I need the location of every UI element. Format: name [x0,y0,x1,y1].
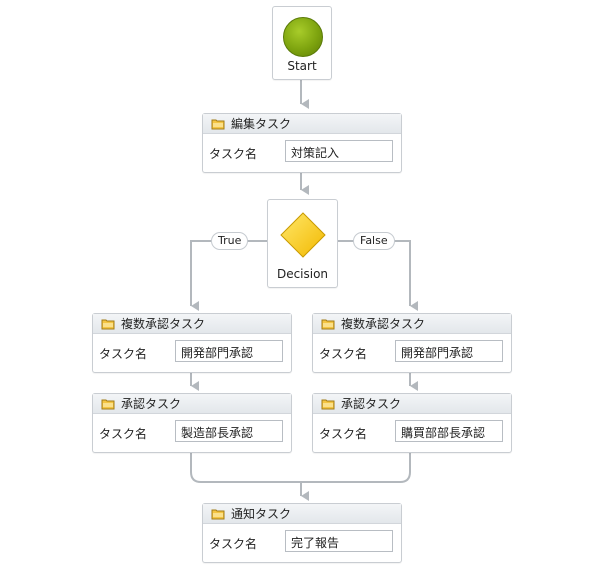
task-name-field[interactable]: 購買部部長承認 [395,420,503,442]
task-name-label: タスク名 [319,347,368,361]
connector-right-approve-to-notify [301,453,411,483]
task-approval-left[interactable]: 承認タスク タスク名 製造部長承認 [92,393,292,453]
task-approval-left-header: 承認タスク [93,394,291,414]
diamond-icon [280,212,326,258]
task-name-label: タスク名 [209,537,258,551]
task-approval-right-header: 承認タスク [313,394,511,414]
connector-left-approve-to-notify [190,453,301,483]
connector-decision-false [336,240,418,311]
decision-label: Decision [276,267,329,281]
task-name-field[interactable]: 開発部門承認 [395,340,503,362]
task-multi-approval-right-header: 複数承認タスク [313,314,511,334]
task-edit-header: 編集タスク [203,114,401,134]
folder-icon [321,399,335,409]
task-edit-title: 編集タスク [231,117,292,131]
task-approval-right-title: 承認タスク [341,397,402,411]
task-notify-header: 通知タスク [203,504,401,524]
task-name-field[interactable]: 完了報告 [285,530,393,552]
folder-icon [101,319,115,329]
task-notify[interactable]: 通知タスク タスク名 完了報告 [202,503,402,563]
task-approval-right[interactable]: 承認タスク タスク名 購買部部長承認 [312,393,512,453]
task-name-label: タスク名 [209,147,258,161]
task-multi-approval-left-title: 複数承認タスク [121,317,206,331]
task-multi-approval-left[interactable]: 複数承認タスク タスク名 開発部門承認 [92,313,292,373]
task-notify-title: 通知タスク [231,507,292,521]
task-name-label: タスク名 [319,427,368,441]
task-edit[interactable]: 編集タスク タスク名 対策記入 [202,113,402,173]
connector-decision-true [190,240,267,311]
task-name-label: タスク名 [99,427,148,441]
task-multi-approval-left-header: 複数承認タスク [93,314,291,334]
task-name-field[interactable]: 対策記入 [285,140,393,162]
task-approval-left-title: 承認タスク [121,397,182,411]
start-node[interactable]: Start [272,6,332,80]
branch-false-label: False [353,232,395,250]
task-multi-approval-right[interactable]: 複数承認タスク タスク名 開発部門承認 [312,313,512,373]
task-name-field[interactable]: 開発部門承認 [175,340,283,362]
decision-node[interactable]: Decision [267,199,338,288]
folder-icon [101,399,115,409]
folder-icon [211,509,225,519]
folder-icon [321,319,335,329]
start-circle-icon [283,17,323,57]
task-multi-approval-right-title: 複数承認タスク [341,317,426,331]
task-name-field[interactable]: 製造部長承認 [175,420,283,442]
folder-icon [211,119,225,129]
branch-true-label: True [211,232,249,250]
start-label: Start [287,59,317,73]
task-name-label: タスク名 [99,347,148,361]
